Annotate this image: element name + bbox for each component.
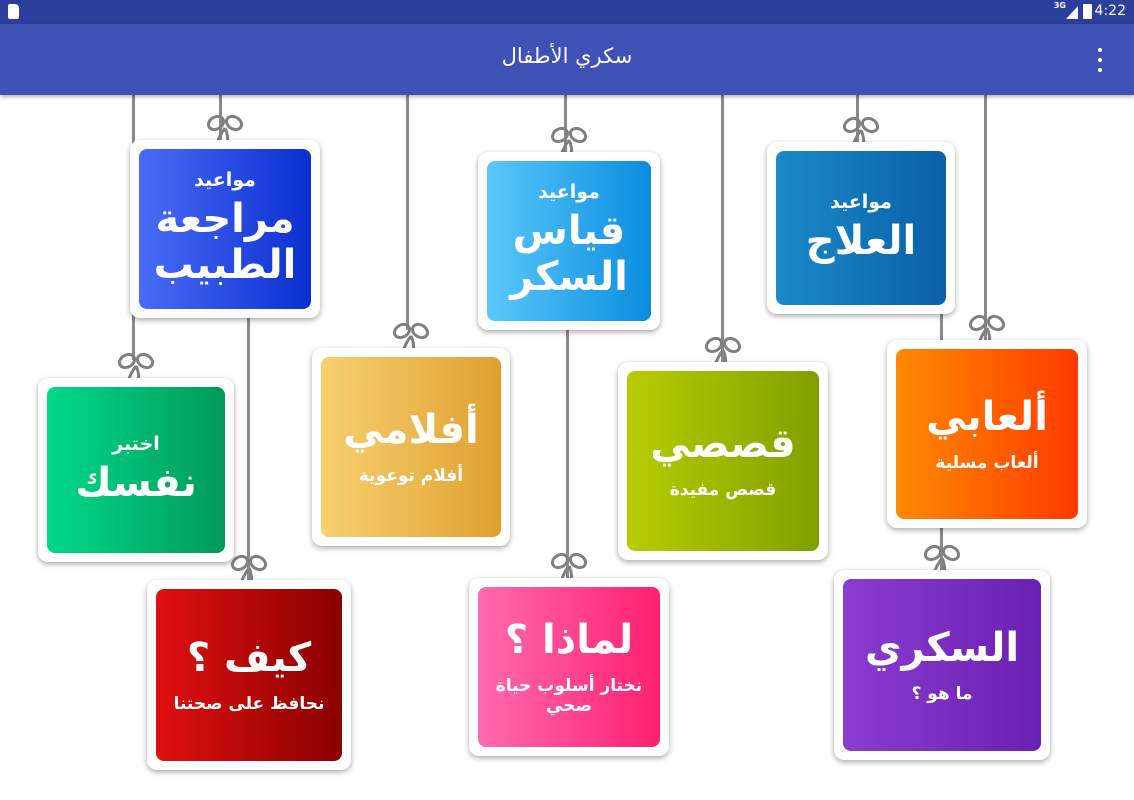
card-test[interactable]: اختبر نفسك [38,378,234,562]
card-why[interactable]: لماذا ؟ نختار أسلوب حياة صحي [469,578,669,756]
card-face: ألعابي ألعاب مسلية [896,349,1078,519]
card-face: أفلامي أفلام توعوية [321,357,501,537]
card-face: لماذا ؟ نختار أسلوب حياة صحي [478,587,660,747]
card-text: كيف ؟ [186,635,312,682]
card-text: قياس [512,207,626,254]
card-text: العلاج [805,217,917,264]
app-title: سكري الأطفال [501,44,633,68]
hanging-string [984,95,987,340]
battery-icon [1083,4,1092,19]
sd-card-icon [8,4,19,19]
card-text: مراجعة [155,195,295,242]
hanging-string [247,318,250,580]
bow-icon [205,110,245,150]
card-text: لماذا ؟ [504,617,634,664]
card-text: ألعابي [926,394,1048,441]
card-text: مواعيد [538,181,600,204]
more-vert-icon[interactable] [1092,48,1108,72]
hanging-string [406,95,409,330]
card-treatment[interactable]: مواعيد العلاج [767,142,955,314]
card-text: ما هو ؟ [911,684,973,705]
card-face: قصصي قصص مفيدة [627,371,819,551]
card-face: كيف ؟ نحافظ على صحتنا [156,589,342,761]
card-text: قصصي [650,421,796,468]
card-text: قصص مفيدة [669,480,777,501]
app-bar: سكري الأطفال [0,24,1134,95]
card-text: ألعاب مسلية [935,453,1039,474]
card-text: السكر [510,253,628,300]
card-how[interactable]: كيف ؟ نحافظ على صحتنا [147,580,351,770]
card-text: نفسك [75,459,197,506]
card-stories[interactable]: قصصي قصص مفيدة [618,362,828,560]
card-text: الطبيب [153,241,297,288]
card-face: السكري ما هو ؟ [843,579,1041,751]
signal-icon [1066,6,1078,19]
bow-icon [391,318,431,358]
card-text: أفلام توعوية [358,466,464,487]
card-text: أفلامي [343,407,479,454]
hanging-string [566,330,569,578]
card-diabetes[interactable]: السكري ما هو ؟ [834,570,1050,760]
card-text: نحافظ على صحتنا [173,694,325,715]
card-text: اختبر [112,433,160,456]
hanging-string [564,95,567,152]
card-text: السكري [864,625,1020,672]
card-text: نختار أسلوب حياة صحي [495,676,643,716]
card-face: مواعيد العلاج [776,151,946,305]
card-face: اختبر نفسك [47,387,225,553]
card-text: مواعيد [830,191,892,214]
card-text: مواعيد [194,169,256,192]
card-movies[interactable]: أفلامي أفلام توعوية [312,348,510,546]
status-bar: 3G 4:22 [0,0,1134,24]
hanging-string [721,95,724,362]
clock: 4:22 [1094,3,1126,19]
card-games[interactable]: ألعابي ألعاب مسلية [887,340,1087,528]
network-type: 3G [1053,1,1066,10]
